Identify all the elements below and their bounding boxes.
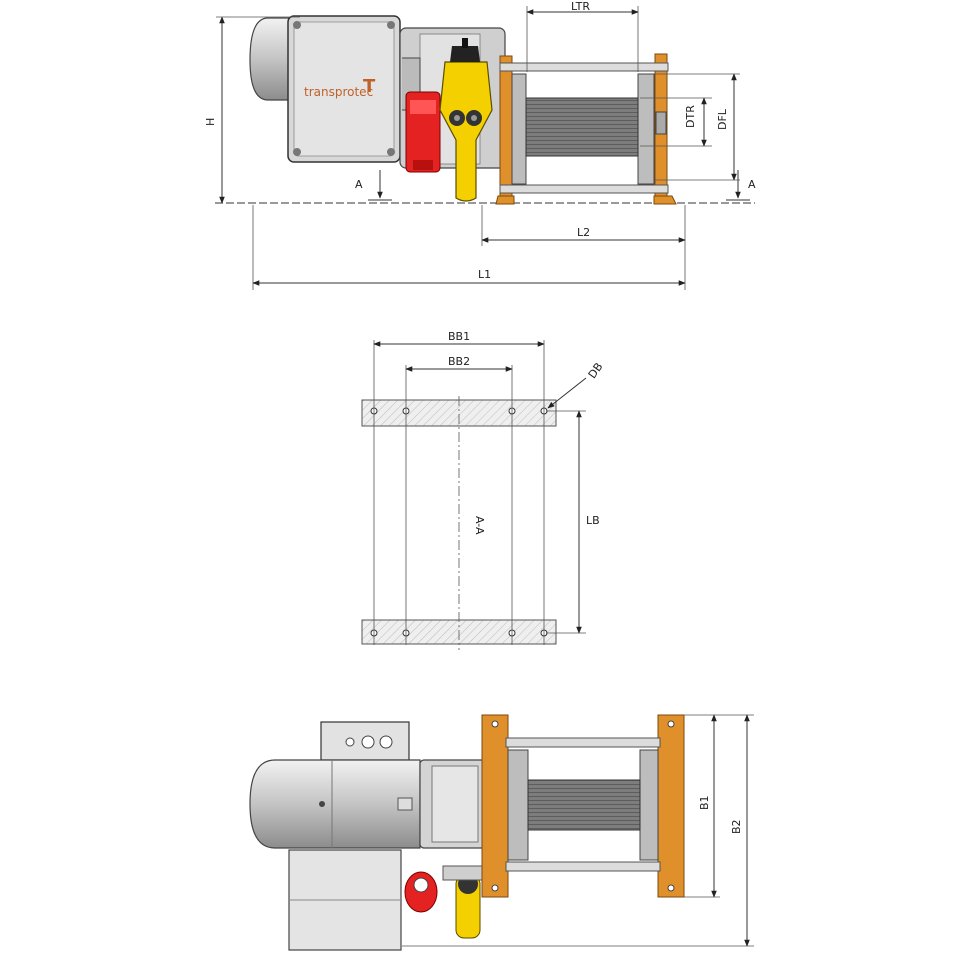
drum-flange-left-plan bbox=[507, 749, 529, 861]
screw-icon bbox=[293, 148, 301, 156]
frame-plate-right-plan bbox=[657, 714, 685, 898]
cable-gland-icon bbox=[345, 737, 355, 747]
cable-gland-icon bbox=[361, 735, 375, 749]
label-dtr: DTR bbox=[684, 105, 697, 128]
plan-view: B1 B2 bbox=[249, 714, 754, 951]
drum-flange-right bbox=[637, 73, 655, 185]
screw-icon bbox=[293, 21, 301, 29]
screw-icon bbox=[387, 21, 395, 29]
label-lb: LB bbox=[586, 514, 600, 527]
frame-plate-left bbox=[499, 55, 513, 205]
tie-rod bbox=[499, 184, 669, 194]
cable-gland-icon bbox=[379, 735, 393, 749]
label-h: H bbox=[204, 118, 217, 126]
cable-drum-plan bbox=[527, 779, 641, 831]
label-section-aa: A-A bbox=[473, 516, 486, 535]
brand-logo-mark: T bbox=[363, 76, 376, 97]
motor-body-plan bbox=[249, 759, 421, 849]
label-bb2: BB2 bbox=[448, 355, 470, 368]
label-bb1: BB1 bbox=[448, 330, 470, 343]
side-view: transprotec T bbox=[204, 0, 756, 290]
label-b1: B1 bbox=[698, 795, 711, 810]
cable-drum bbox=[525, 97, 639, 157]
drum-flange-right-plan bbox=[639, 749, 659, 861]
label-section-a-left: A bbox=[355, 178, 363, 191]
section-view: BB1 BB2 DB LB A-A bbox=[361, 330, 606, 650]
screw-icon bbox=[387, 148, 395, 156]
label-db: DB bbox=[586, 360, 606, 381]
drum-flange-left bbox=[511, 73, 527, 185]
label-dfl: DFL bbox=[716, 108, 729, 130]
label-l1: L1 bbox=[478, 268, 491, 281]
label-b2: B2 bbox=[730, 819, 743, 834]
frame-plate-left-plan bbox=[481, 714, 509, 898]
tie-rod-plan bbox=[505, 861, 661, 872]
tie-rod bbox=[499, 62, 669, 72]
brand-logo-text: transprotec bbox=[304, 85, 373, 99]
tie-rod-plan bbox=[505, 737, 661, 748]
label-l2: L2 bbox=[577, 226, 590, 239]
control-pendant bbox=[439, 61, 493, 202]
label-section-a-right: A bbox=[748, 178, 756, 191]
label-ltr: LTR bbox=[571, 0, 590, 13]
